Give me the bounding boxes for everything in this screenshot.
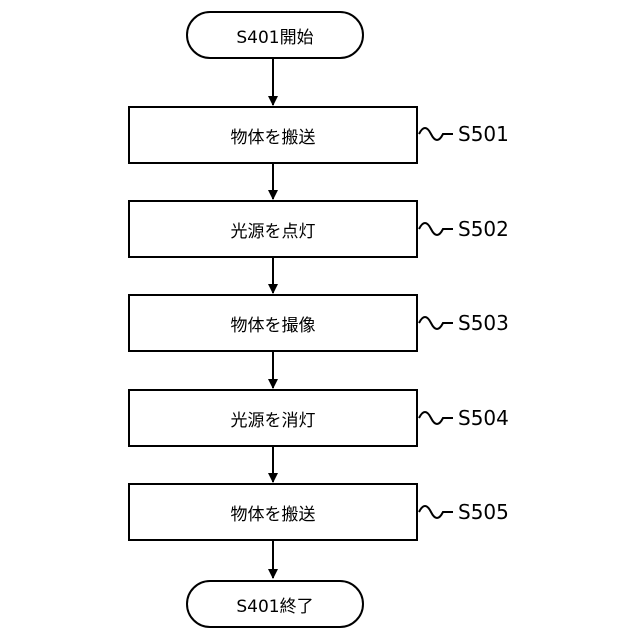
start-text: S401開始: [236, 23, 313, 48]
step-label-s501: S501: [458, 122, 509, 146]
step-box-s505: 物体を搬送: [128, 483, 418, 541]
step-text: 光源を点灯: [231, 217, 316, 242]
step-label-s503: S503: [458, 311, 509, 335]
step-label-s504: S504: [458, 406, 509, 430]
step-text: 物体を搬送: [231, 123, 316, 148]
step-box-s502: 光源を点灯: [128, 200, 418, 258]
end-terminal: S401終了: [186, 580, 364, 628]
leader-s504: [419, 412, 453, 424]
leader-s505: [419, 506, 453, 518]
end-text: S401終了: [236, 592, 313, 617]
step-text: 物体を撮像: [231, 311, 316, 336]
step-label-s502: S502: [458, 217, 509, 241]
step-text: 光源を消灯: [231, 406, 316, 431]
start-terminal: S401開始: [186, 11, 364, 59]
step-text: 物体を搬送: [231, 500, 316, 525]
leader-s502: [419, 223, 453, 235]
leader-s501: [419, 128, 453, 140]
step-box-s503: 物体を撮像: [128, 294, 418, 352]
step-label-s505: S505: [458, 500, 509, 524]
leader-s503: [419, 317, 453, 329]
step-box-s501: 物体を搬送: [128, 106, 418, 164]
step-box-s504: 光源を消灯: [128, 389, 418, 447]
